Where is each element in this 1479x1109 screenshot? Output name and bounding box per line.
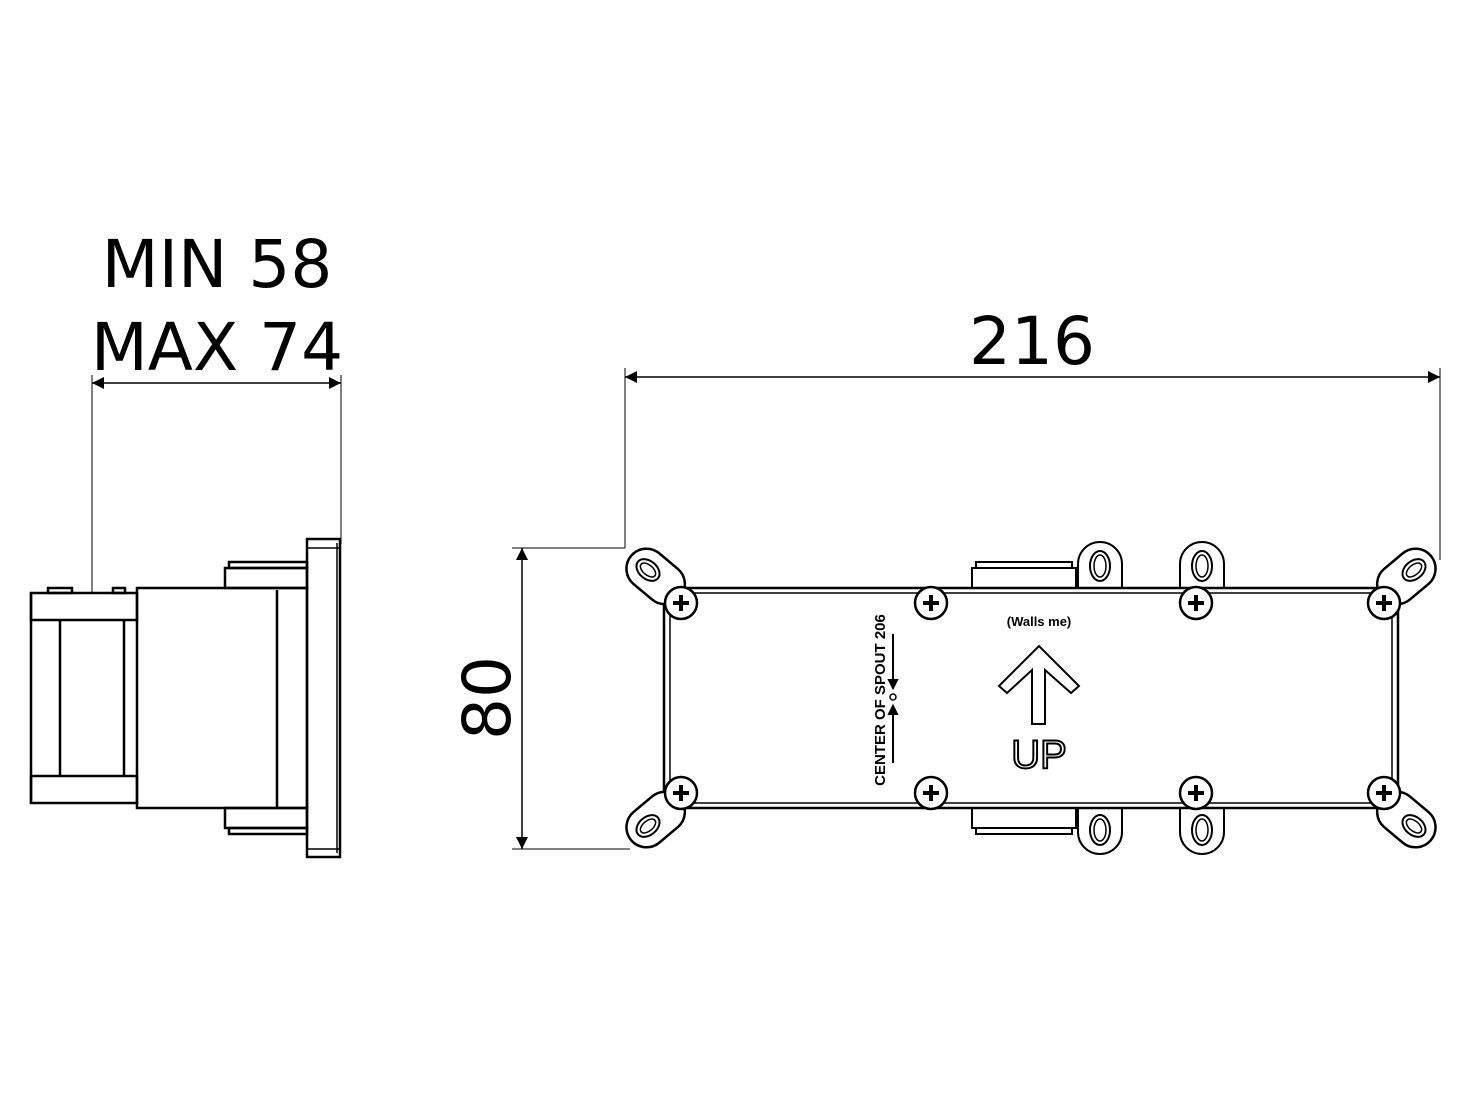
spout-center-label: CENTER OF SPOUT 206 (872, 614, 889, 786)
height-dimension: 80 (449, 547, 630, 850)
screw-icon (1366, 775, 1402, 811)
screw-icon (1366, 585, 1402, 621)
mounting-tab-top-2 (1179, 541, 1225, 588)
screw-icon (913, 585, 949, 621)
mounting-tab-bottom-2 (1179, 808, 1225, 855)
up-arrow-icon (997, 644, 1081, 725)
width-dimension: 216 (624, 303, 1441, 560)
mounting-tab-top-1 (1077, 541, 1123, 588)
max-dimension-label: MAX 74 (91, 309, 343, 386)
width-dimension-label: 216 (969, 303, 1095, 380)
screw-icon (663, 775, 699, 811)
up-label: UP (1011, 733, 1067, 777)
orientation-note: (Walls me) (1007, 614, 1072, 629)
min-dimension-label: MIN 58 (102, 226, 333, 303)
height-dimension-label: 80 (449, 656, 526, 740)
side-view (29, 537, 342, 859)
mounting-tab-bottom-1 (1077, 808, 1123, 855)
side-view-dimension: MIN 58 MAX 74 (91, 226, 343, 592)
front-view (625, 541, 1437, 855)
screw-icon (1178, 775, 1214, 811)
screw-icon (913, 775, 949, 811)
spout-center-marker (887, 634, 899, 763)
screw-icon (1178, 585, 1214, 621)
screw-icon (663, 585, 699, 621)
